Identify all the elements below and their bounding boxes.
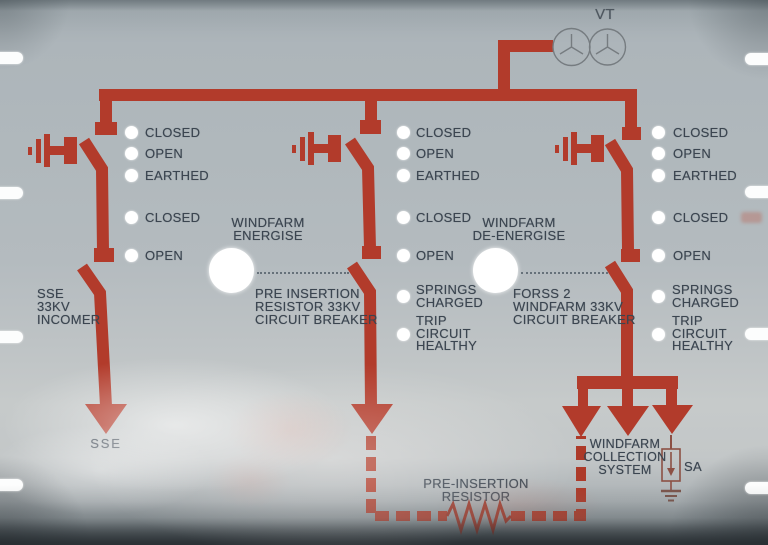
mounting-slot: [745, 186, 768, 198]
vt-label: VT: [595, 6, 615, 23]
indicator-lamp: [652, 328, 665, 341]
bay3-switchgear: [555, 127, 641, 378]
indicator-lamp: [125, 169, 138, 182]
indicator-lamp: [397, 328, 410, 341]
button-label-line: DE-ENERGISE: [472, 227, 566, 243]
resistor-icon: [445, 498, 513, 536]
lamp-label: CLOSED: [416, 125, 472, 140]
indicator-lamp: [397, 249, 410, 262]
de-energise-button[interactable]: [473, 248, 518, 293]
feeder-arrow: [652, 405, 693, 434]
lamp-label: OPEN: [145, 146, 184, 161]
lamp-label-line: HEALTHY: [416, 338, 478, 354]
lamp-label: SPRINGS CHARGED: [416, 283, 484, 310]
pre-insertion-resistor-label: PRE-INSERTION RESISTOR: [415, 477, 537, 505]
indicator-lamp: [397, 211, 410, 224]
lamp-label: SPRINGS CHARGED: [672, 283, 740, 310]
indicator-lamp: [397, 147, 410, 160]
mounting-slot: [0, 479, 23, 491]
lamp-label: OPEN: [145, 248, 184, 263]
lamp-label: CLOSED: [673, 210, 729, 225]
bay1-switchgear: [28, 122, 127, 434]
indicator-lamp: [652, 249, 665, 262]
indicator-lamp: [125, 147, 138, 160]
earth-switch-icon: [292, 132, 341, 165]
lamp-label: TRIP CIRCUIT HEALTHY: [416, 314, 478, 354]
lamp-label: CLOSED: [416, 210, 472, 225]
button-label: WINDFARM ENERGISE: [221, 216, 315, 243]
mounting-slot: [745, 482, 768, 494]
lamp-label: EARTHED: [145, 168, 209, 183]
bay-title: SSE 33KV INCOMER: [37, 287, 101, 327]
collection-feeders: [562, 376, 693, 437]
button-label-line: ENERGISE: [233, 227, 303, 243]
disconnector-blade: [78, 137, 109, 252]
mounting-slot: [745, 53, 768, 65]
lamp-label-line: CHARGED: [416, 294, 484, 310]
breaker-blade: [345, 137, 376, 249]
lamp-label: OPEN: [416, 248, 455, 263]
button-link-line: [257, 272, 349, 274]
mounting-slot: [0, 331, 23, 343]
mounting-slot: [0, 52, 23, 64]
mounting-slot: [0, 187, 23, 199]
bay-title-line: CIRCUIT BREAKER: [255, 312, 378, 328]
indicator-lamp: [125, 249, 138, 262]
feeder-arrow: [351, 404, 393, 434]
lamp-label: CLOSED: [145, 210, 201, 225]
energise-button[interactable]: [209, 248, 254, 293]
feeder-arrow: [562, 406, 601, 437]
bay-title: PRE INSERTION RESISTOR 33KV CIRCUIT BREA…: [255, 287, 378, 327]
reflection-artifact: [741, 212, 762, 223]
indicator-lamp: [397, 126, 410, 139]
feeder-arrow: [607, 406, 649, 436]
indicator-lamp: [125, 126, 138, 139]
bay-title-line: INCOMER: [37, 312, 101, 328]
indicator-lamp: [652, 169, 665, 182]
indicator-lamp: [652, 290, 665, 303]
lamp-label: CLOSED: [145, 125, 201, 140]
indicator-lamp: [397, 290, 410, 303]
button-label: WINDFARM DE-ENERGISE: [466, 216, 572, 243]
lamp-label: CLOSED: [673, 125, 729, 140]
sa-label: SA: [684, 459, 702, 474]
vt-symbol-icon: [552, 27, 627, 67]
indicator-lamp: [397, 169, 410, 182]
collection-label-line: SYSTEM: [598, 463, 652, 478]
breaker-blade: [604, 138, 634, 251]
bay2-switchgear: [292, 120, 393, 434]
button-link-line: [521, 272, 608, 274]
earth-switch-icon: [555, 132, 604, 165]
earth-ground-icon: [661, 489, 681, 502]
indicator-lamp: [652, 211, 665, 224]
bay-title: FORSS 2 WINDFARM 33KV CIRCUIT BREAKER: [513, 287, 636, 327]
lamp-label-line: CHARGED: [672, 294, 740, 310]
feeder-arrow: [85, 404, 127, 434]
indicator-lamp: [125, 211, 138, 224]
lamp-label: TRIP CIRCUIT HEALTHY: [672, 314, 734, 354]
lamp-label: OPEN: [416, 146, 455, 161]
indicator-lamp: [652, 126, 665, 139]
lamp-label: OPEN: [673, 248, 712, 263]
bay-title-line: CIRCUIT BREAKER: [513, 312, 636, 328]
lamp-label: EARTHED: [416, 168, 480, 183]
feeder-label: SSE: [90, 436, 122, 451]
resistor-label-line: RESISTOR: [441, 489, 511, 505]
earth-switch-icon: [28, 134, 77, 167]
lamp-label: EARTHED: [673, 168, 737, 183]
lamp-label: OPEN: [673, 146, 712, 161]
collection-system-label: WINDFARM COLLECTION SYSTEM: [582, 437, 668, 478]
lamp-label-line: HEALTHY: [672, 338, 734, 354]
mounting-slot: [745, 328, 768, 340]
indicator-lamp: [652, 147, 665, 160]
busbar: [99, 40, 637, 129]
